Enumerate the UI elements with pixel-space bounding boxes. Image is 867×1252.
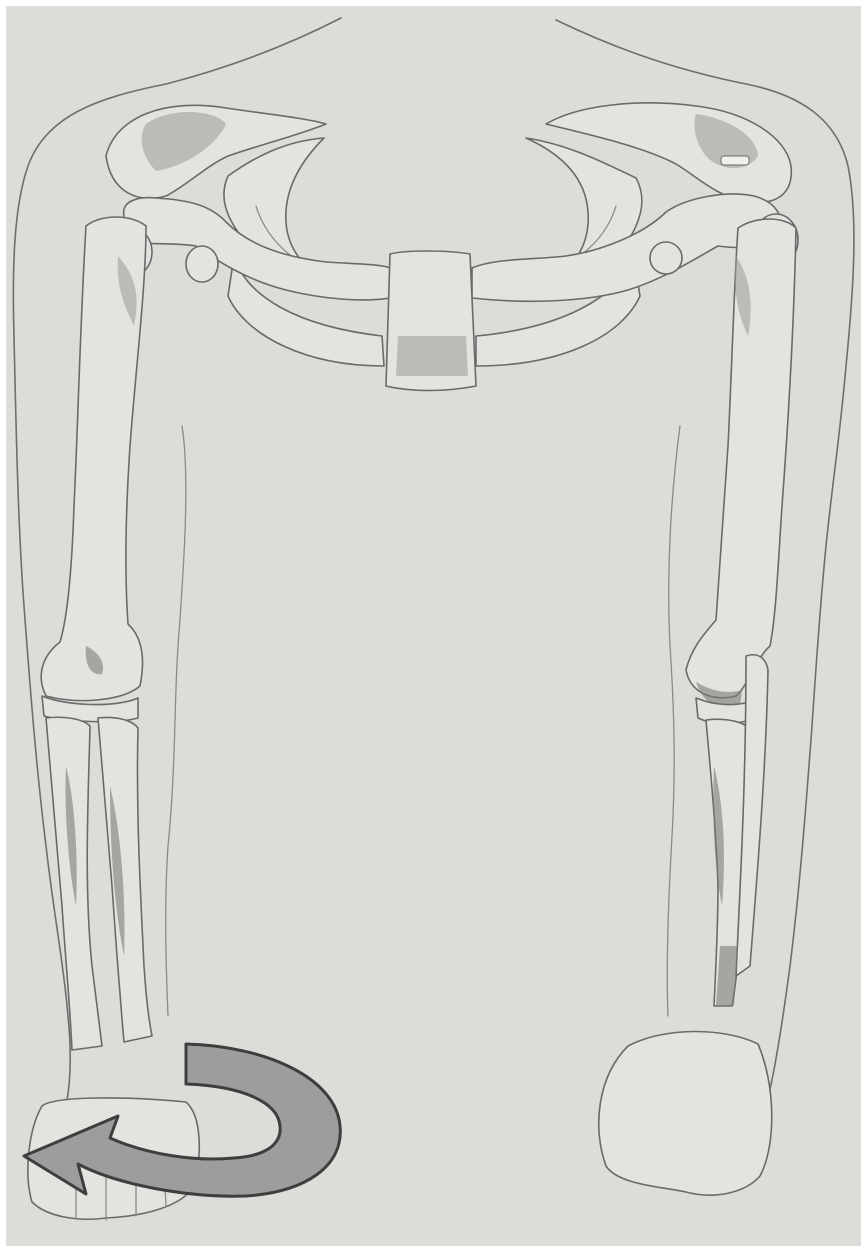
shoulder-girdle — [106, 103, 798, 391]
left-arm-bones — [28, 217, 199, 1220]
right-arm-bones — [599, 219, 796, 1195]
anatomy-illustration — [6, 6, 861, 1246]
illustration-paper — [6, 6, 861, 1246]
